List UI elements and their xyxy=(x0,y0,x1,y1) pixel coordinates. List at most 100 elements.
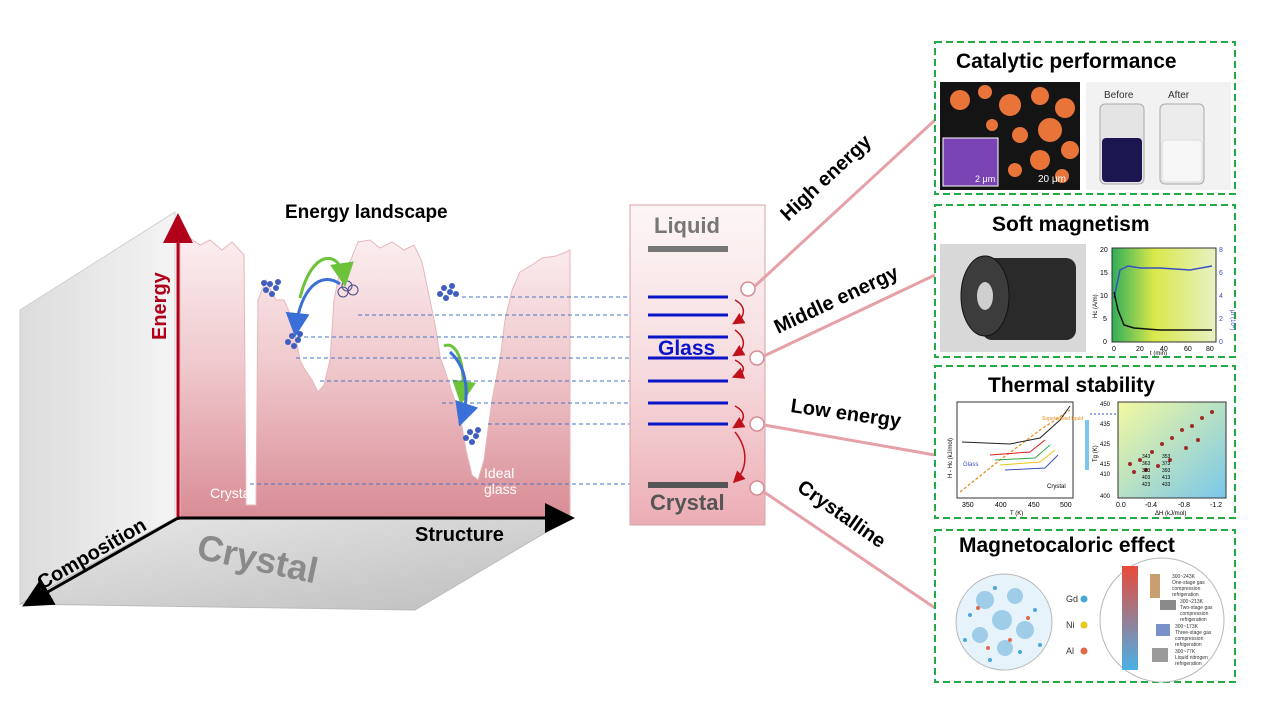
temperature-bar xyxy=(1122,566,1138,670)
connector-node xyxy=(749,480,765,496)
svg-text:80: 80 xyxy=(1206,346,1214,353)
svg-text:-0.8: -0.8 xyxy=(1178,502,1190,509)
atom-cluster-icon xyxy=(463,427,481,445)
svg-text:0: 0 xyxy=(1103,339,1107,346)
atom-cluster-icon xyxy=(261,279,281,297)
y-left-ticks: 20 15 10 5 0 xyxy=(1100,247,1108,346)
svg-text:300~243K: 300~243K xyxy=(1172,574,1196,580)
device-icon xyxy=(1150,574,1160,598)
x-ticks: 0 20 40 60 80 xyxy=(1112,346,1214,353)
svg-text:refrigeration: refrigeration xyxy=(1175,642,1202,648)
low-energy-label: Low energy xyxy=(789,395,903,432)
svg-text:300~173K: 300~173K xyxy=(1175,624,1199,630)
crystal-level xyxy=(648,482,728,488)
level-guide-lines xyxy=(250,296,648,485)
soft-x-label: t (min) xyxy=(1150,351,1167,357)
relaxation-arrows xyxy=(731,299,746,484)
svg-text:compression: compression xyxy=(1175,636,1204,642)
svg-text:300~213K: 300~213K xyxy=(1180,599,1204,605)
vial-before-liquid xyxy=(1102,138,1142,182)
svg-text:343: 343 xyxy=(1142,454,1151,460)
svg-text:500: 500 xyxy=(1060,502,1072,509)
green-transition-arrow xyxy=(298,256,354,299)
tg-x-ticks: 0.0 -0.4 -0.8 -1.2 xyxy=(1116,502,1222,509)
atom-cluster-icon xyxy=(437,283,459,301)
crystal-ladder-label: Crystal xyxy=(650,490,725,515)
svg-text:60: 60 xyxy=(1184,346,1192,353)
enthalpy-curves xyxy=(989,439,1046,456)
before-label: Before xyxy=(1104,90,1134,101)
svg-text:0: 0 xyxy=(1112,346,1116,353)
svg-text:20: 20 xyxy=(1136,346,1144,353)
svg-text:0.0: 0.0 xyxy=(1116,502,1126,509)
svg-text:Two-stage gas: Two-stage gas xyxy=(1180,605,1213,611)
hc-curve xyxy=(1113,291,1212,331)
svg-text:383: 383 xyxy=(1142,468,1151,474)
connector-lines xyxy=(753,118,937,610)
inset-scale: 2 μm xyxy=(975,174,995,184)
svg-text:400: 400 xyxy=(1100,494,1111,500)
svg-text:423: 423 xyxy=(1142,482,1151,488)
liquid-line xyxy=(959,409,1071,493)
sem-inset xyxy=(942,137,999,187)
enthalpy-plot xyxy=(956,401,1074,499)
connector-node xyxy=(749,416,765,432)
blue-transition-arrow xyxy=(285,278,341,337)
soft-y-right-label: μr (10⁴) xyxy=(1229,310,1236,330)
energy-axis-label: Energy xyxy=(149,271,171,340)
svg-text:One-stage gas: One-stage gas xyxy=(1172,580,1205,586)
svg-text:450: 450 xyxy=(1028,502,1040,509)
energy-landscape: Crystal Energy Structure Composition Ene… xyxy=(18,202,648,611)
crystal-well-label: Crystal xyxy=(210,485,254,501)
particle-blobs xyxy=(950,85,1079,183)
svg-text:413: 413 xyxy=(1162,475,1171,481)
enthalpy-liquid: Supercooled liquid xyxy=(1042,416,1083,422)
enthalpy-crystal: Crystal xyxy=(1047,484,1066,490)
y-right-ticks: 8 6 4 2 0 xyxy=(1219,247,1223,346)
svg-text:Liquid nitrogen: Liquid nitrogen xyxy=(1175,655,1208,661)
svg-text:10: 10 xyxy=(1100,293,1108,300)
svg-text:-1.2: -1.2 xyxy=(1210,502,1222,509)
ni-label: Ni xyxy=(1066,620,1075,630)
enthalpy-glass: Glass xyxy=(963,462,978,468)
svg-text:20: 20 xyxy=(1100,247,1108,254)
svg-text:450: 450 xyxy=(1100,402,1111,408)
svg-text:Three-stage gas: Three-stage gas xyxy=(1175,630,1212,636)
svg-text:415: 415 xyxy=(1100,462,1111,468)
al-dot xyxy=(1080,647,1088,655)
vial-after-liquid xyxy=(1161,139,1203,183)
ladder-box xyxy=(629,204,766,526)
svg-text:2: 2 xyxy=(1219,316,1223,323)
ideal-glass-label-1: Ideal xyxy=(484,465,514,481)
magnetocaloric-panel: Magnetocaloric effect Gd Ni Al 300~243K … xyxy=(934,529,1236,683)
svg-text:353: 353 xyxy=(1162,454,1171,460)
enthalpy-curves xyxy=(994,444,1051,461)
glass-label: Glass xyxy=(658,337,715,360)
ideal-glass-label-2: glass xyxy=(484,481,517,497)
svg-text:300~77K: 300~77K xyxy=(1175,649,1196,655)
soft-magnetism-panel: Soft magnetism 20 15 10 5 0 8 6 4 2 0 0 … xyxy=(934,204,1236,358)
tg-y-ticks: 450 435 425 415 410 400 xyxy=(1100,402,1111,500)
core-hole xyxy=(977,282,993,310)
enthalpy-x-ticks: 350 400 450 500 xyxy=(962,502,1072,509)
mu-curve xyxy=(1113,265,1213,299)
enthalpy-curves xyxy=(961,405,1071,445)
tg-plot xyxy=(1117,401,1227,499)
svg-text:refrigeration: refrigeration xyxy=(1172,592,1199,598)
red-atoms xyxy=(976,606,1030,650)
svg-text:40: 40 xyxy=(1160,346,1168,353)
tg-x-label: ΔH (kJ/mol) xyxy=(1155,511,1186,517)
cluster-dots xyxy=(963,586,1042,662)
liquid-label: Liquid xyxy=(654,213,720,238)
plot-bg xyxy=(1111,247,1217,343)
composition-axis xyxy=(22,516,179,607)
svg-text:5: 5 xyxy=(1103,316,1107,323)
svg-text:compression: compression xyxy=(1172,586,1201,592)
svg-text:4: 4 xyxy=(1219,293,1223,300)
al-label: Al xyxy=(1066,646,1074,656)
tg-thermometer xyxy=(1085,420,1089,470)
energy-ladder: Liquid Glass Crystal xyxy=(629,204,766,526)
glass-levels xyxy=(648,295,728,426)
landscape-title: Energy landscape xyxy=(285,202,448,223)
